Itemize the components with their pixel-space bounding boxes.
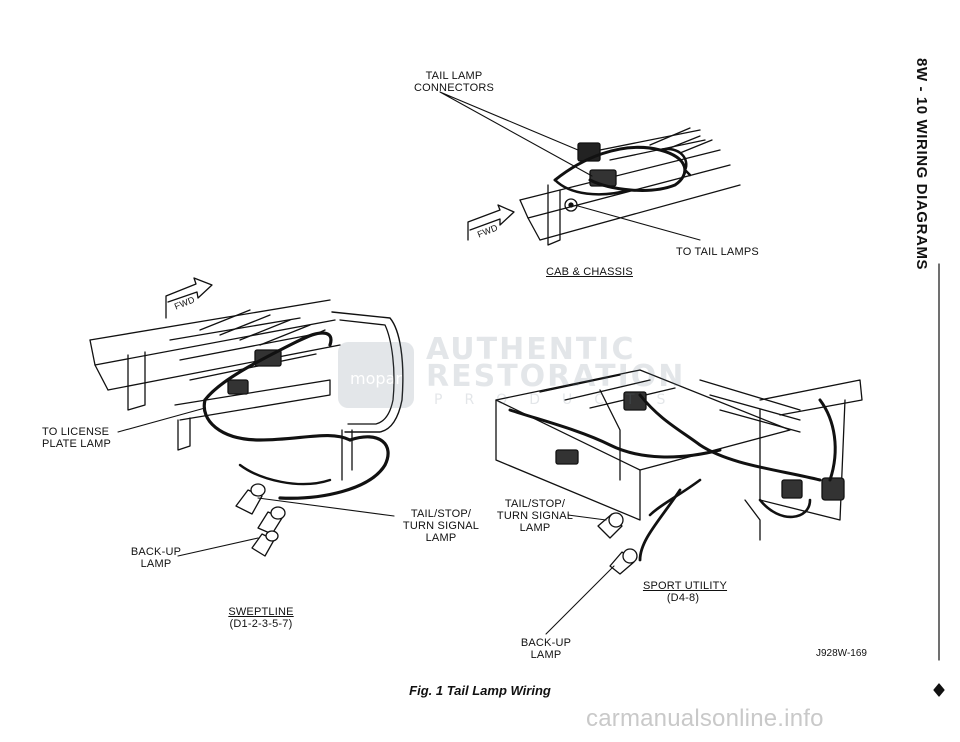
cab-chassis-title: CAB & CHASSIS xyxy=(546,266,633,278)
tail-lamp-connectors-label: TAIL LAMP CONNECTORS xyxy=(414,70,495,94)
figure-id: J928W-169 xyxy=(816,648,867,659)
sweptline-backup-lamp-label: BACK-UP LAMP xyxy=(130,546,182,570)
footer-site-text: carmanualsonline.info xyxy=(586,705,824,732)
section-header: 8W - 10 WIRING DIAGRAMS xyxy=(913,58,930,271)
sport-tail-stop-turn-label: TAIL/STOP/ TURN SIGNAL LAMP xyxy=(496,498,574,534)
sport-utility-title: SPORT UTILITY xyxy=(642,580,728,592)
fwd-arrow-sweptline xyxy=(165,277,213,319)
sport-utility-codes: (D4-8) xyxy=(666,592,700,604)
sweptline-lamps xyxy=(235,483,286,557)
sweptline-drawing xyxy=(89,299,404,557)
sweptline-title: SWEPTLINE xyxy=(228,606,294,618)
watermark-line3: PRODUCTS xyxy=(434,392,688,408)
mopar-badge-icon: mopar xyxy=(338,342,414,408)
watermark: mopar AUTHENTIC RESTORATION PRODUCTS xyxy=(336,335,683,416)
sport-backup-lamp-label: BACK-UP LAMP xyxy=(520,637,572,661)
to-tail-lamps-label: TO TAIL LAMPS xyxy=(676,246,759,258)
to-license-plate-lamp-label: TO LICENSE PLATE LAMP xyxy=(42,426,112,450)
sport-utility-drawing xyxy=(495,369,863,635)
sweptline-tail-stop-turn-label: TAIL/STOP/ TURN SIGNAL LAMP xyxy=(402,508,480,544)
figure-caption: Fig. 1 Tail Lamp Wiring xyxy=(409,683,551,698)
cab-chassis-drawing xyxy=(439,91,741,246)
sport-lamps xyxy=(597,512,638,575)
watermark-badge-text: mopar xyxy=(350,369,402,388)
watermark-line2: RESTORATION xyxy=(426,359,686,394)
watermark-line1: AUTHENTIC xyxy=(426,332,636,367)
fwd-arrow-top xyxy=(467,204,515,241)
sweptline-codes: (D1-2-3-5-7) xyxy=(229,618,293,630)
